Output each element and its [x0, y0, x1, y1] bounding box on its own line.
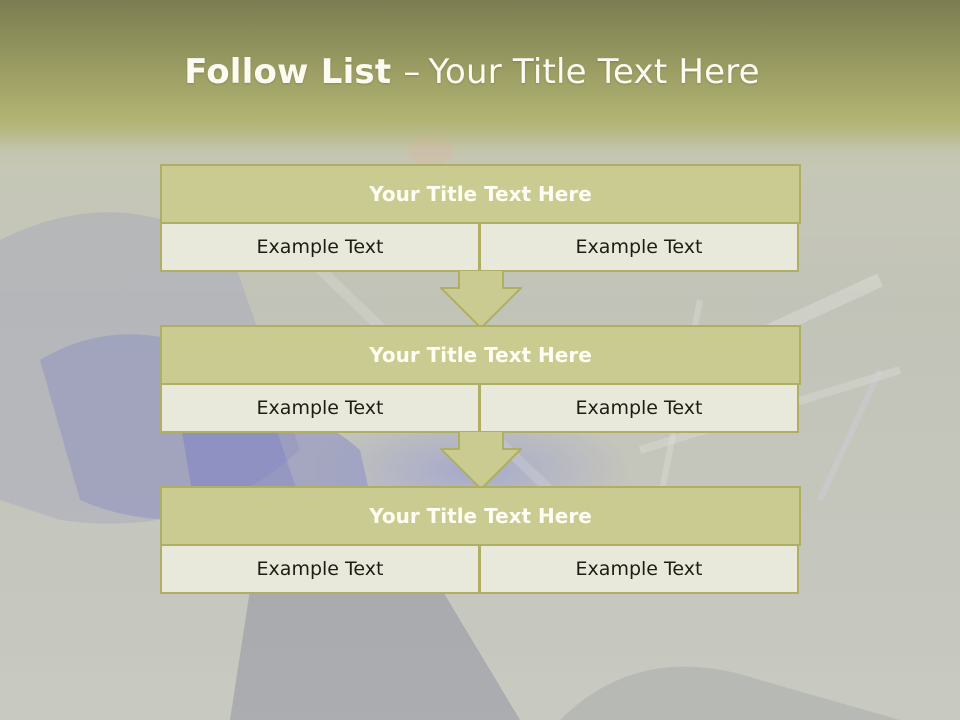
step-cell-left: Example Text	[160, 383, 480, 433]
step-title: Your Title Text Here	[160, 325, 801, 385]
step-block-1: Your Title Text Here Example Text Exampl…	[160, 164, 801, 272]
page-title: Follow List–Your Title Text Here	[0, 52, 944, 92]
down-arrow-icon	[440, 431, 522, 491]
step-title: Your Title Text Here	[160, 164, 801, 224]
step-block-2: Your Title Text Here Example Text Exampl…	[160, 325, 801, 433]
step-cell-right: Example Text	[479, 222, 799, 272]
step-cell-left: Example Text	[160, 222, 480, 272]
step-title: Your Title Text Here	[160, 486, 801, 546]
title-separator: –	[403, 52, 421, 92]
step-cell-left: Example Text	[160, 544, 480, 594]
step-cell-right: Example Text	[479, 383, 799, 433]
step-block-3: Your Title Text Here Example Text Exampl…	[160, 486, 801, 594]
title-rest: Your Title Text Here	[428, 52, 760, 92]
down-arrow-icon	[440, 270, 522, 330]
header-band	[0, 0, 960, 150]
title-bold: Follow List	[184, 52, 392, 92]
step-cell-right: Example Text	[479, 544, 799, 594]
